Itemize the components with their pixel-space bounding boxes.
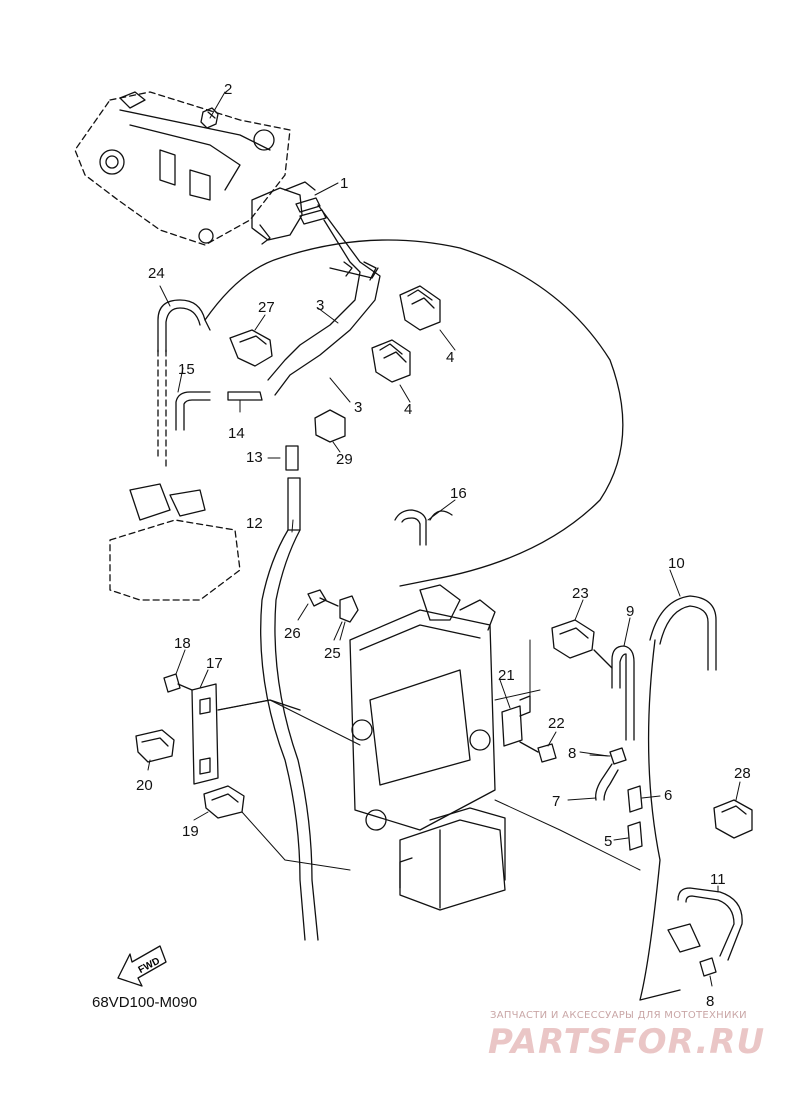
part-7-hose	[595, 763, 619, 801]
part-29-clip	[314, 409, 346, 453]
part-6-fitting	[627, 785, 643, 813]
part-21-bracket	[501, 695, 531, 747]
part-13-fitting	[267, 445, 299, 471]
callout-10: 10	[668, 555, 685, 572]
diagram-code: 68VD100-M090	[92, 994, 198, 1011]
callout-28: 28	[734, 765, 751, 782]
callout-19: 19	[182, 823, 199, 840]
callout-26: 26	[284, 625, 301, 642]
watermark-tagline: ЗАПЧАСТИ И АКСЕССУАРЫ ДЛЯ МОТОТЕХНИКИ	[490, 1010, 747, 1021]
callout-29: 29	[336, 451, 353, 468]
engine-top-section	[74, 91, 291, 246]
part-17-bracket	[191, 683, 301, 785]
callout-2: 2	[224, 81, 232, 98]
part-1-valve	[251, 181, 339, 245]
assembly-leader-lines	[217, 639, 641, 871]
callout-21: 21	[498, 667, 515, 684]
callout-11: 11	[710, 871, 726, 888]
part-22-bolt	[519, 741, 557, 763]
part-20-clip	[135, 729, 175, 763]
part-27-clip	[229, 314, 273, 367]
callout-23: 23	[572, 585, 589, 602]
callout-1: 1	[340, 175, 348, 192]
callout-6: 6	[664, 787, 672, 804]
part-3-hoses	[267, 204, 381, 403]
part-12-hose	[260, 477, 319, 941]
part-25-clamp	[339, 595, 359, 641]
callout-12: 12	[246, 515, 263, 532]
canister	[399, 807, 506, 911]
callout-27: 27	[258, 299, 275, 316]
part-4-clamp-upper	[399, 285, 456, 351]
callout-3-upper: 3	[316, 297, 324, 314]
part-9-hose	[611, 645, 635, 741]
engine-lower-left-section	[109, 483, 241, 601]
part-28-clip	[713, 799, 753, 839]
part-19-clip	[203, 785, 245, 819]
part-23-clip	[551, 619, 613, 669]
callout-9: 9	[626, 603, 634, 620]
part-14-fitting	[227, 391, 263, 413]
callout-20: 20	[136, 777, 153, 794]
callout-24: 24	[148, 265, 165, 282]
fwd-label: FWD	[137, 956, 162, 976]
callout-18: 18	[174, 635, 191, 652]
part-26-bolt	[307, 589, 339, 607]
watermark-brand: PARTSFOR.RU	[488, 1022, 766, 1062]
callout-17: 17	[206, 655, 223, 672]
fwd-arrow	[117, 945, 167, 987]
part-8-fitting-lower	[699, 957, 717, 977]
part-5-fitting	[627, 821, 643, 851]
callout-leader-lines	[147, 285, 741, 987]
callout-22: 22	[548, 715, 565, 732]
callout-15: 15	[178, 361, 195, 378]
callout-4-lower: 4	[404, 401, 412, 418]
callout-3-lower: 3	[354, 399, 362, 416]
callout-7: 7	[552, 793, 560, 810]
callout-8-upper: 8	[568, 745, 576, 762]
part-2-nut	[200, 91, 226, 129]
vapor-separator-unit	[349, 509, 496, 831]
part-24-hose	[157, 239, 624, 587]
part-10-hose	[639, 595, 717, 1001]
part-18-bolt	[163, 673, 193, 693]
callout-14: 14	[228, 425, 245, 442]
callout-16: 16	[450, 485, 467, 502]
part-4-clamp-lower	[371, 339, 411, 403]
callout-25: 25	[324, 645, 341, 662]
callout-4-upper: 4	[446, 349, 454, 366]
callout-13: 13	[246, 449, 263, 466]
part-15-elbow	[175, 391, 211, 431]
callout-5: 5	[604, 833, 612, 850]
callout-8-lower: 8	[706, 993, 714, 1010]
part-11-hose	[667, 887, 743, 961]
